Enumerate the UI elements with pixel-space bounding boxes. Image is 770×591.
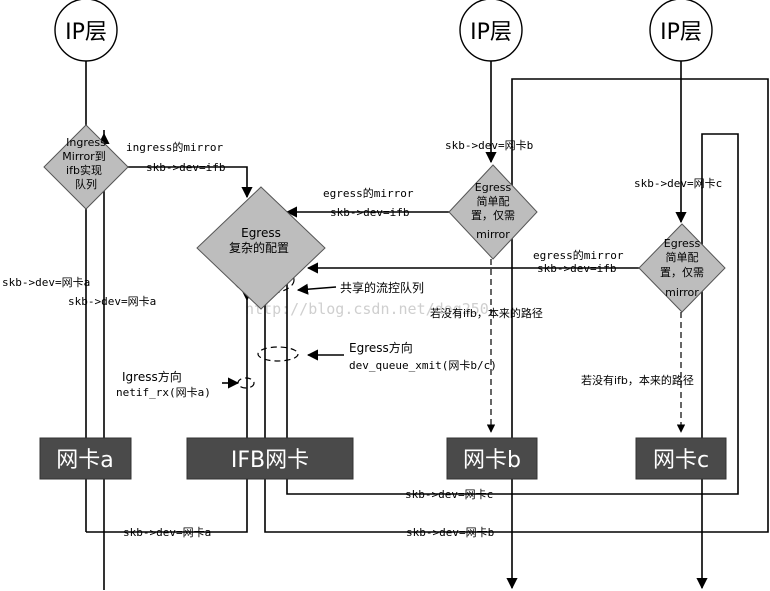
watermark: http://blog.csdn.net/dog250 [245, 300, 489, 318]
arrow-shared-queue [296, 283, 337, 295]
label-skb-dev-a-mid: skb->dev=网卡a [68, 295, 156, 308]
nic-label-ifb: IFB网卡 [231, 448, 309, 473]
ingress-queue-ellipse [237, 377, 255, 389]
label-skb-dev-a-bottom: skb->dev=网卡a [123, 526, 211, 539]
label-skb-dev-ifb-3: skb->dev=ifb [537, 262, 616, 275]
diamond-text: 置，仅需 [660, 266, 704, 279]
nic-box-b: 网卡b [446, 437, 538, 480]
arrow-mirror-to-egress-complex [128, 166, 253, 199]
label-dev-queue-xmit: dev_queue_xmit(网卡b/c) [349, 359, 497, 372]
diamond-text: 复杂的配置 [229, 240, 289, 255]
diamond-text: 简单配 [477, 194, 510, 208]
diamond-text: ifb实现 [66, 163, 102, 177]
label-egress-mirror-c: egress的mirror [533, 248, 624, 262]
nic-label-b: 网卡b [463, 448, 521, 473]
label-skb-dev-b-top: skb->dev=网卡b [445, 139, 533, 152]
diamond-text: Mirror到 [62, 150, 105, 163]
ip-layer-label: IP层 [660, 20, 702, 45]
ip-layer-label: IP层 [65, 20, 107, 45]
diamond-egress-complex: Egress 复杂的配置 [196, 186, 326, 310]
diamond-text: 简单配 [666, 250, 699, 264]
label-netif-rx: netif_rx(网卡a) [116, 386, 211, 399]
egress-queue-ellipse [257, 346, 299, 362]
label-egress-mirror-b: egress的mirror [323, 186, 414, 200]
diamond-text: Ingress [66, 136, 106, 149]
nic-label-c: 网卡c [653, 448, 709, 473]
ip-layer-label: IP层 [470, 20, 512, 45]
diamond-text: 置，仅需 [471, 209, 515, 222]
nic-box-a: 网卡a [39, 437, 132, 480]
diamond-text: 队列 [75, 177, 97, 191]
label-skb-dev-c-bottom: skb->dev=网卡c [405, 488, 493, 501]
line-ifb-to-nic-b [264, 78, 769, 590]
label-no-ifb-path-b: 若没有ifb，本来的路径 [430, 306, 543, 320]
label-skb-dev-ifb-2: skb->dev=ifb [330, 206, 409, 219]
nic-box-ifb: IFB网卡 [186, 437, 354, 480]
diamond-text: Egress [664, 237, 701, 250]
diamond-text: Egress [241, 226, 281, 240]
label-skb-dev-a-left: skb->dev=网卡a [2, 276, 90, 289]
diamond-text: mirror [665, 286, 699, 299]
diamond-text: mirror [476, 228, 510, 241]
label-skb-dev-c-top: skb->dev=网卡c [634, 177, 722, 190]
nic-label-a: 网卡a [56, 448, 113, 473]
label-skb-dev-b-bottom: skb->dev=网卡b [406, 526, 494, 539]
diamond-ingress-mirror: Ingress Mirror到 ifb实现 队列 [43, 124, 129, 210]
label-ingress-direction: Igress方向 [122, 369, 182, 384]
label-no-ifb-path-c: 若没有ifb，本来的路径 [581, 373, 694, 387]
label-skb-dev-ifb-1: skb->dev=ifb [146, 161, 225, 174]
ip-layer-node-a: IP层 [54, 0, 118, 62]
ip-layer-node-b: IP层 [459, 0, 523, 62]
line-ifb-back-to-a [86, 300, 248, 533]
label-shared-queue: 共享的流控队列 [340, 280, 424, 295]
label-ingress-mirror: ingress的mirror [126, 140, 223, 154]
diamond-egress-simple-b: Egress 简单配 置，仅需 mirror [448, 164, 538, 260]
diamond-egress-simple-c: Egress 简单配 置，仅需 mirror [638, 223, 726, 313]
nic-box-c: 网卡c [635, 437, 727, 480]
label-egress-direction: Egress方向 [349, 340, 413, 355]
diamond-text: Egress [475, 181, 512, 194]
ip-layer-node-c: IP层 [649, 0, 713, 62]
